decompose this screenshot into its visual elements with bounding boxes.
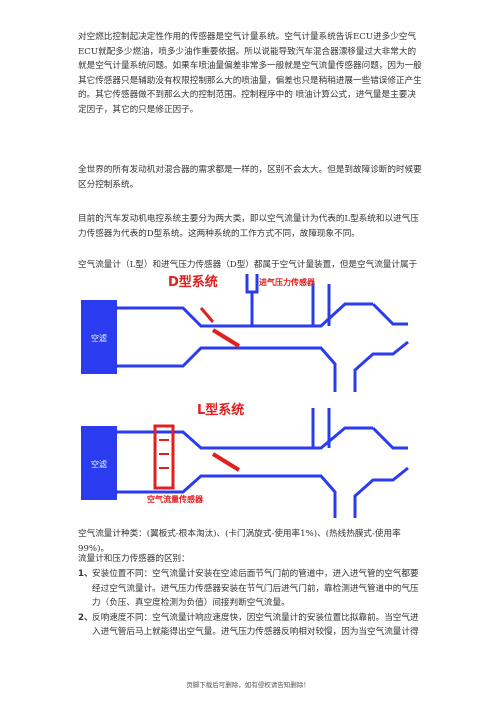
air-filter-label: 空滤 — [91, 333, 107, 343]
page-footer: 页脚下载后可删除，如有侵权请告知删除！ — [186, 681, 310, 689]
list-item-text: 安装位置不同：空气流量计安装在空滤后面节气门前的管道中，进入进气管的空气都要经过… — [92, 569, 419, 609]
paragraph-5: 空气流量计种类：(翼板式-根本淘汰)、(卡门涡旋式-使用率1%)、(热线热膜式-… — [78, 529, 401, 554]
air-flow-sensor-marker — [153, 424, 175, 490]
air-flow-sensor-label: 空气流量传感器 — [147, 494, 204, 504]
list-item: 2、 反响速度不同：空气流量计响应速度快，因空气流量计的安装位置比拟靠前。当空气… — [78, 611, 426, 640]
d-type-system-diagram: 空滤 D型系统 进气压力传感器 — [73, 274, 421, 396]
pressure-sensor-label: 进气压力传感器 — [259, 277, 316, 287]
l-type-system-diagram: 空滤 L型系统 空气流量传感器 — [73, 396, 421, 518]
paragraph-6: 流量计和压力传感器的区别： — [78, 554, 190, 564]
d-type-title: D型系统 — [168, 274, 218, 290]
air-filter-box — [81, 426, 117, 500]
paragraph-2: 全世界的所有发动机对混合器的需求都是一样的，区别不会太大。但是到故障诊断的时候要… — [78, 165, 422, 190]
list-item-text: 反响速度不同：空气流量计响应速度快，因空气流量计的安装位置比拟靠前。当空气进入进… — [92, 612, 419, 638]
air-filter-box — [81, 300, 117, 374]
difference-list: 1、 安装位置不同：空气流量计安装在空滤后面节气门前的管道中，进入进气管的空气都… — [78, 567, 426, 640]
list-item: 1、 安装位置不同：空气流量计安装在空滤后面节气门前的管道中，进入进气管的空气都… — [78, 567, 426, 611]
list-item-number: 2、 — [78, 612, 93, 623]
paragraph-1: 对空燃比控制起决定性作用的传感器是空气计量系统。空气计量系统告诉ECU进多少空气… — [78, 32, 422, 115]
throttle-valve — [211, 452, 241, 472]
paragraph-3: 目前的汽车发动机电控系统主要分为两大类，即以空气流量计为代表的L型系统和以进气压… — [78, 214, 419, 239]
list-item-number: 1、 — [78, 569, 93, 579]
l-type-title: L型系统 — [197, 402, 244, 418]
throttle-valve — [211, 328, 241, 348]
air-filter-label: 空滤 — [91, 459, 107, 469]
